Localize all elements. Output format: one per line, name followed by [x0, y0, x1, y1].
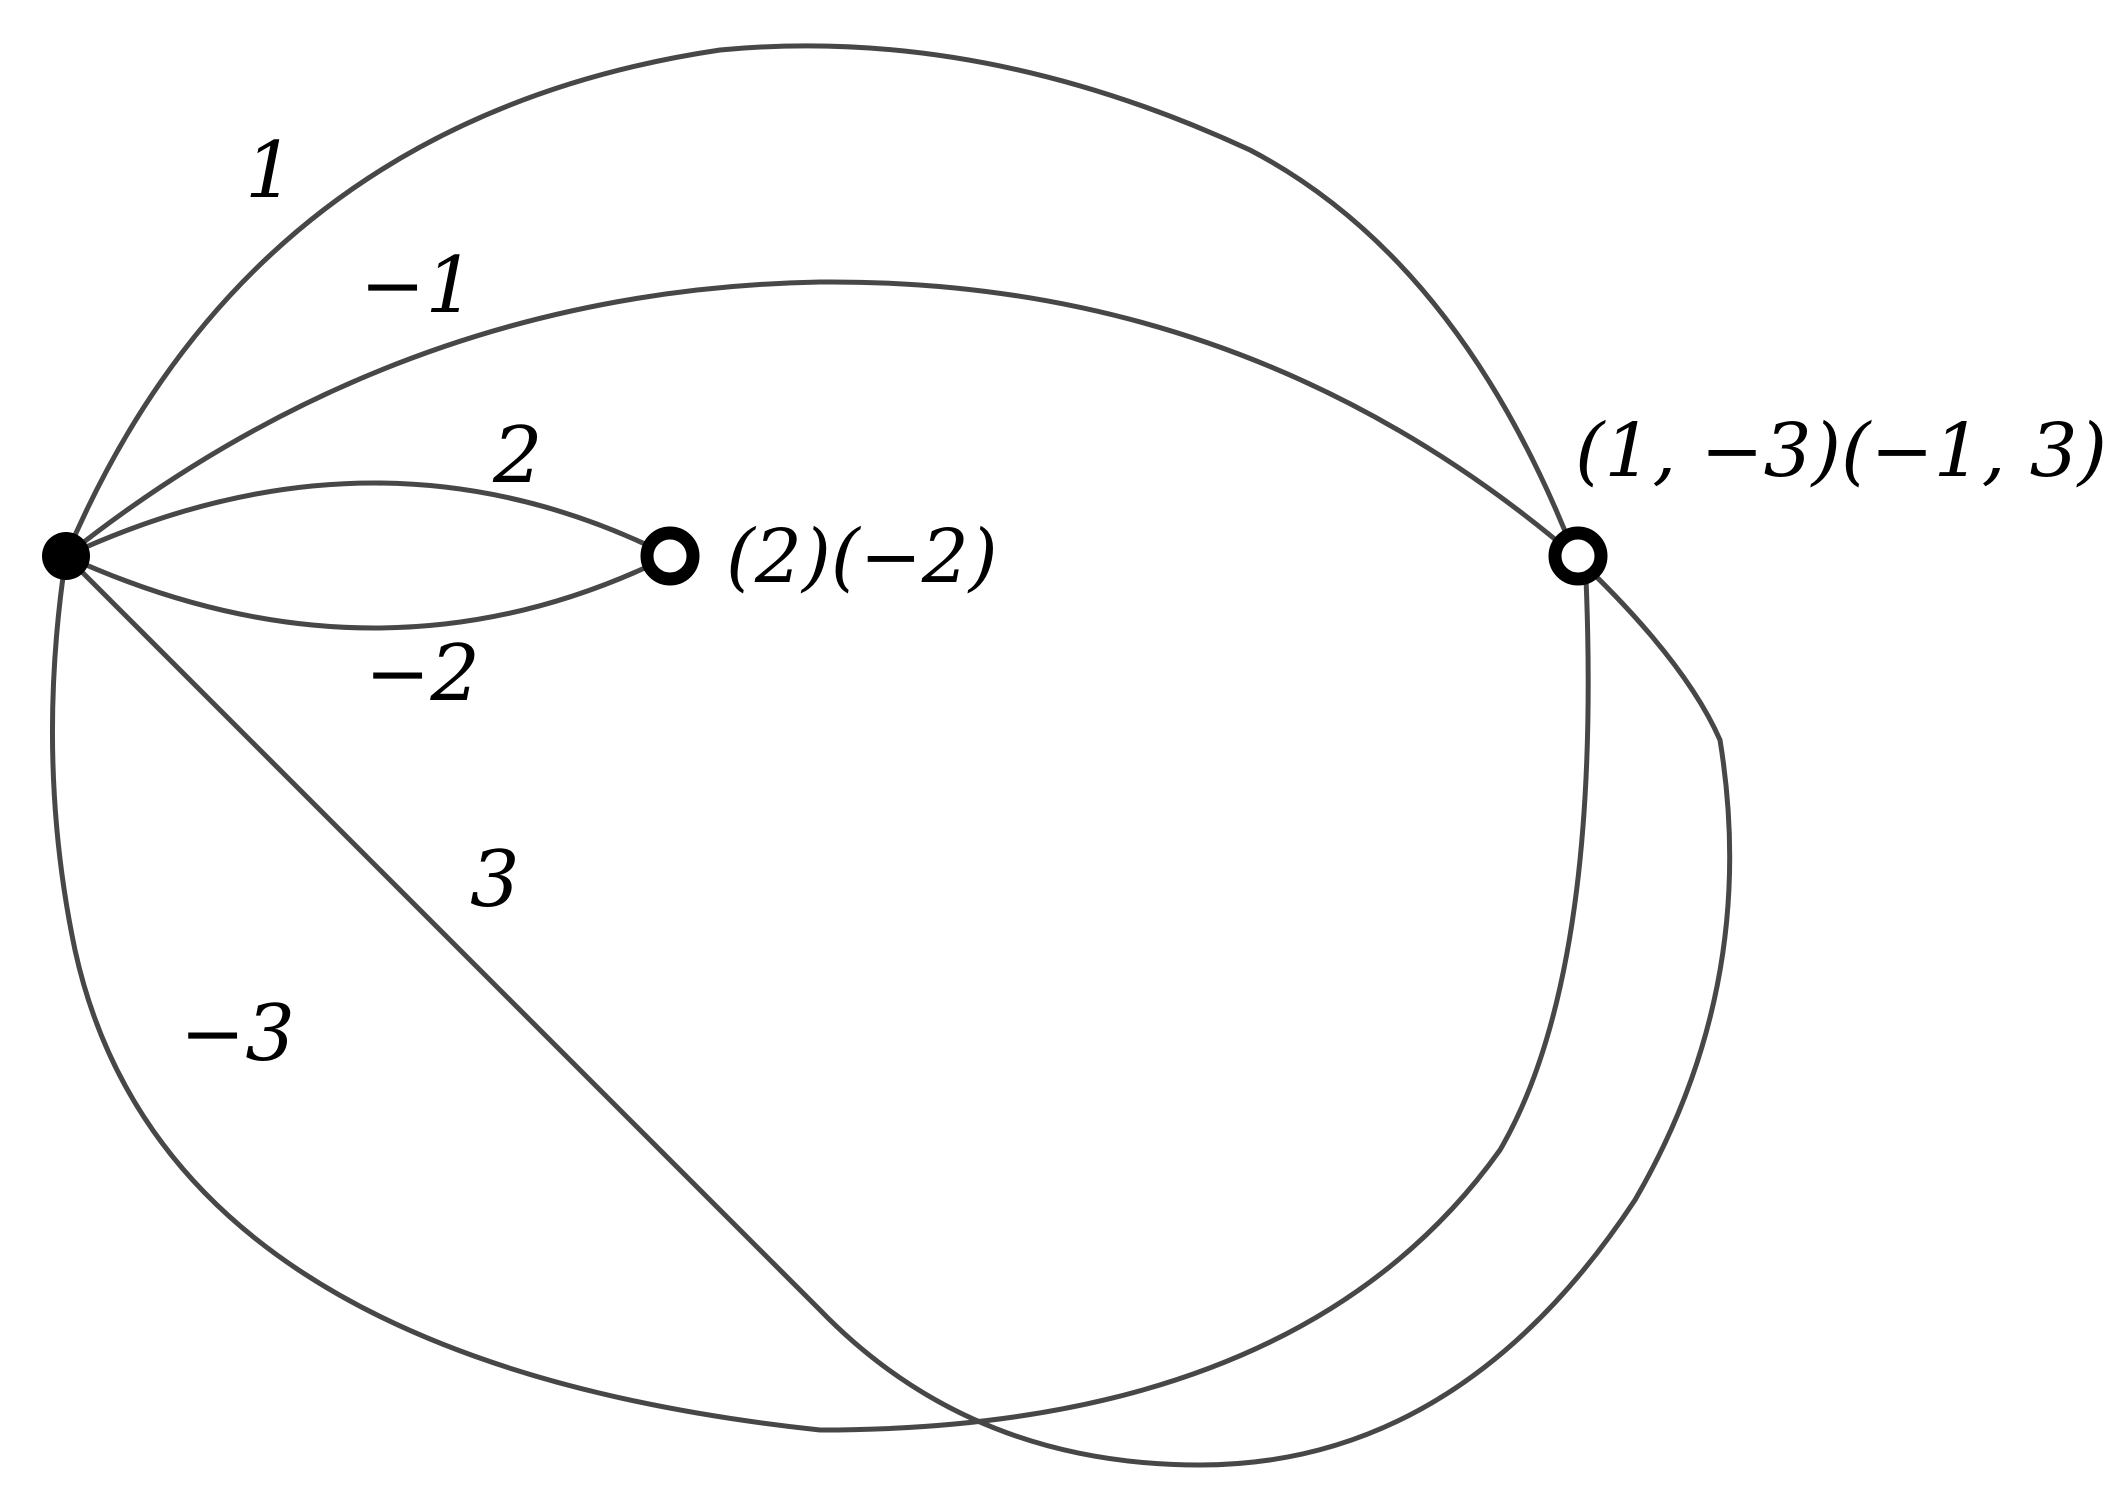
- edge-minus-1: [63, 279, 1578, 559]
- edge-minus-2: [63, 553, 673, 631]
- edge-label-1: 1: [245, 126, 295, 216]
- edge-2: [63, 480, 673, 559]
- edge-label-2: 2: [492, 411, 543, 501]
- edge-label-minus-3: −3: [180, 989, 295, 1079]
- vertex-label-2: (2)(−2): [726, 514, 998, 600]
- root-vertex: [42, 532, 90, 580]
- vertex-2: [640, 526, 700, 586]
- edge-minus-3: [49, 553, 1591, 1433]
- edge-3: [63, 553, 1733, 1468]
- edge-label-minus-2: −2: [365, 629, 480, 719]
- vertex-label-1-minus-3: (1, −3)(−1, 3): [1575, 408, 2107, 494]
- edge-label-minus-1: −1: [360, 241, 475, 331]
- edge-1: [63, 43, 1578, 559]
- edge-label-3: 3: [470, 835, 520, 925]
- vertex-1-minus-3: [1548, 526, 1608, 586]
